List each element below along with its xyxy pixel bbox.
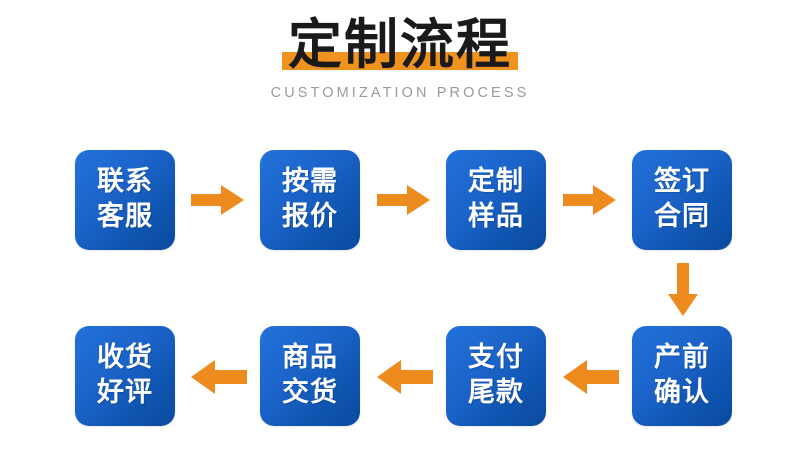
flow-step-8-line2: 好评 (97, 377, 153, 408)
flow-step-5[interactable]: 产前 确认 (632, 326, 732, 426)
flow-step-7-line1: 商品 (282, 342, 338, 374)
flow-step-5-line1: 产前 (654, 342, 710, 374)
flow-step-3[interactable]: 定制 样品 (446, 150, 546, 250)
flow-step-1[interactable]: 联系 客服 (75, 150, 175, 250)
arrow-right-icon-step3-step4 (563, 184, 617, 216)
flow-step-7-line2: 交货 (282, 377, 338, 408)
arrow-left-icon-step6-step7 (376, 359, 434, 395)
flow-step-4-line2: 合同 (654, 201, 710, 232)
flow-step-4[interactable]: 签订 合同 (632, 150, 732, 250)
page-subtitle: CUSTOMIZATION PROCESS (270, 85, 530, 102)
flow-step-6[interactable]: 支付 尾款 (446, 326, 546, 426)
arrow-left-icon-step5-step6 (562, 359, 620, 395)
flow-step-2[interactable]: 按需 报价 (260, 150, 360, 250)
flow-step-1-line1: 联系 (97, 166, 153, 198)
flow-step-4-line1: 签订 (654, 166, 710, 198)
flow-step-3-line2: 样品 (468, 201, 524, 232)
flow-step-5-line2: 确认 (654, 377, 710, 408)
flow-step-7[interactable]: 商品 交货 (260, 326, 360, 426)
title-highlight-bar (282, 52, 518, 71)
page-title: 定制流程 (282, 13, 518, 76)
arrow-right-icon-step2-step3 (377, 184, 431, 216)
flow-step-6-line1: 支付 (468, 342, 524, 374)
arrow-left-icon-step7-step8 (190, 359, 248, 395)
flow-step-8-line1: 收货 (97, 342, 153, 374)
arrow-right-icon-step1-step2 (191, 184, 245, 216)
arrow-down-icon-step4-step5 (667, 263, 699, 317)
flow-step-3-line1: 定制 (468, 166, 524, 198)
header: 定制流程 CUSTOMIZATION PROCESS (0, 0, 800, 101)
page-title-text: 定制流程 (288, 13, 512, 76)
flow-step-1-line2: 客服 (97, 201, 153, 232)
flow-step-2-line2: 报价 (282, 201, 338, 232)
flow-step-8[interactable]: 收货 好评 (75, 326, 175, 426)
flow-step-2-line1: 按需 (282, 166, 338, 198)
flow-step-6-line2: 尾款 (468, 377, 524, 408)
